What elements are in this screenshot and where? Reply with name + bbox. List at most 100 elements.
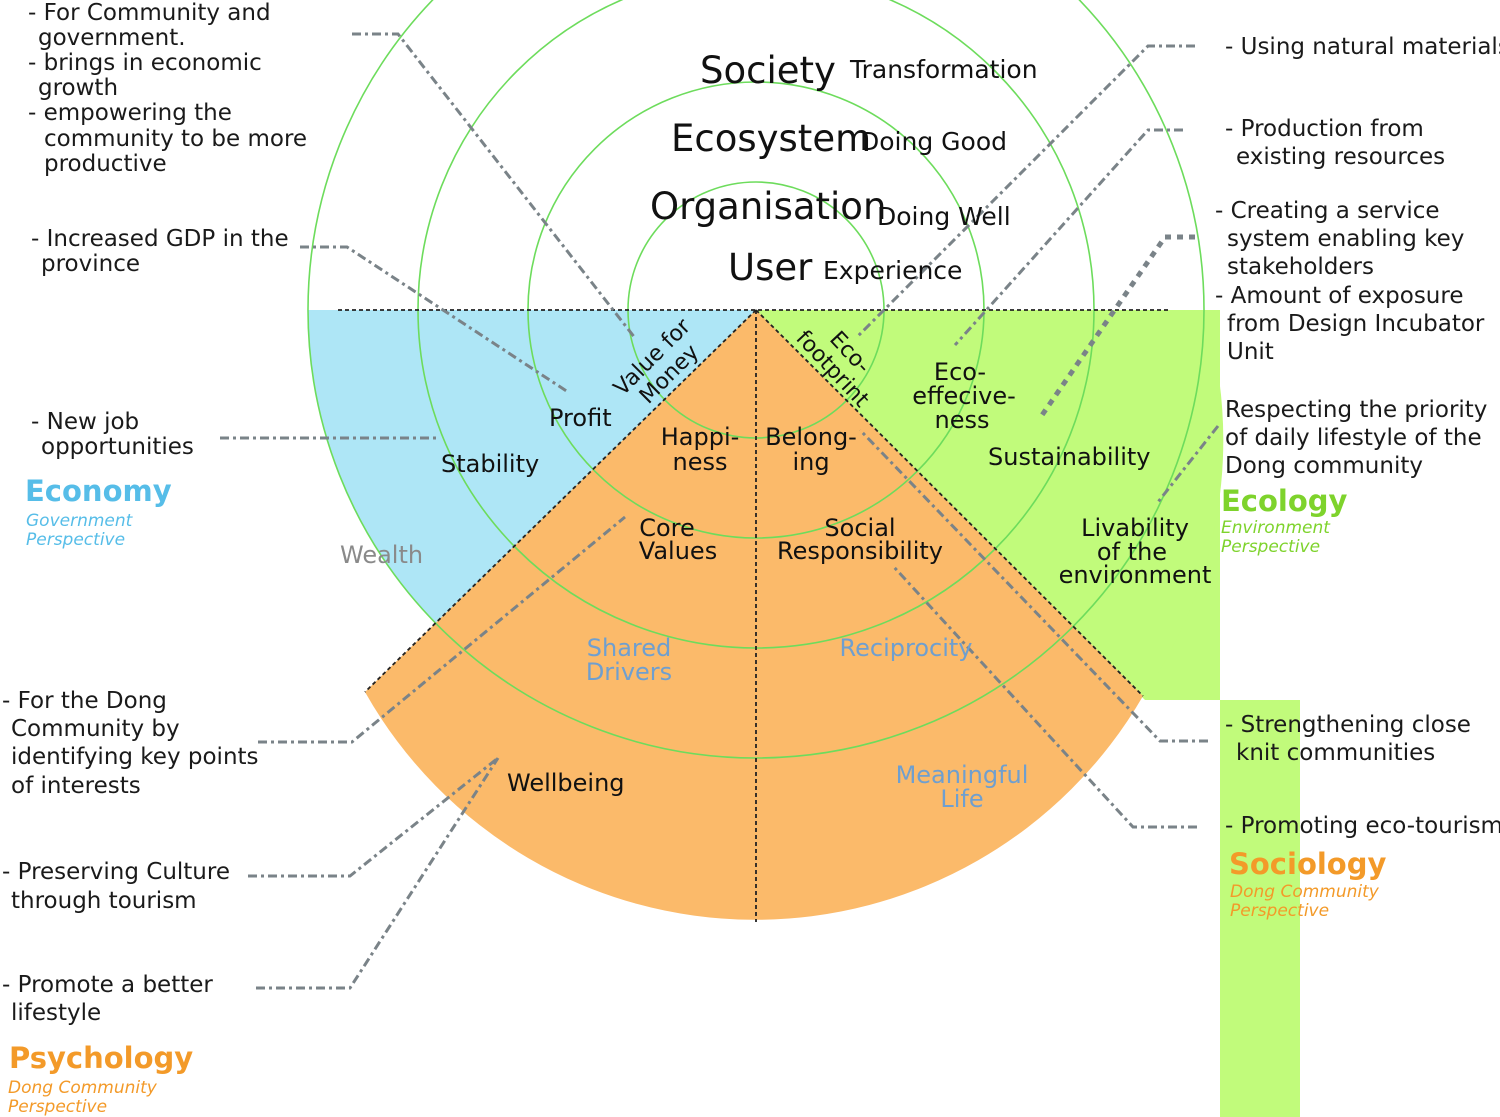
leader-lines [220, 32, 1220, 990]
svg-text:from Design Incubator: from Design Incubator [1227, 311, 1485, 337]
ring-society-sub: Transformation [849, 55, 1038, 84]
sociology-sub-1: Dong Community [1230, 882, 1380, 902]
sector-fills [365, 310, 1224, 920]
psychology-title: Psychology [9, 1041, 193, 1075]
note-close-knit: - Strengthening close knit communities [1225, 712, 1471, 766]
ecology-title: Ecology [1221, 484, 1348, 518]
perspective-labels: Economy Government Perspective Ecology E… [8, 474, 1386, 1117]
svg-text:- Strengthening close: - Strengthening close [1225, 712, 1471, 738]
leader-community-government [352, 32, 637, 339]
leader-existing-resources [953, 128, 1183, 347]
divider-lines [338, 309, 1168, 922]
livability-label: Livability [1081, 514, 1189, 542]
psychology-sub-2: Perspective [8, 1097, 107, 1117]
svg-text:Community by: Community by [11, 716, 180, 742]
shared-drivers-label-2: Drivers [586, 658, 672, 686]
svg-text:- Creating a service: - Creating a service [1215, 198, 1440, 224]
svg-text:existing resources: existing resources [1236, 144, 1445, 170]
happiness-label-2: ness [673, 448, 728, 476]
economy-sub-2: Perspective [26, 530, 125, 550]
svg-text:growth: growth [38, 75, 118, 101]
meaningful-life-label-2: Life [940, 785, 983, 813]
svg-text:identifying key points: identifying key points [11, 744, 259, 770]
svg-text:province: province [41, 251, 140, 277]
leader-eco-tourism [891, 564, 1197, 829]
note-dong-points: - For the Dong Community by identifying … [2, 688, 259, 799]
ring-society-label: Society [700, 49, 836, 92]
svg-text:opportunities: opportunities [41, 434, 194, 460]
svg-text:- For Community and: - For Community and [28, 0, 271, 26]
wellbeing-label: Wellbeing [507, 769, 625, 797]
svg-text:community to be more: community to be more [44, 126, 307, 152]
stability-label: Stability [441, 450, 539, 478]
social-responsibility-label: Social [824, 514, 895, 542]
sociology-title: Sociology [1229, 847, 1386, 881]
sociology-sub-2: Perspective [1230, 901, 1329, 921]
sustainability-label: Sustainability [988, 443, 1151, 471]
leader-gdp [300, 245, 569, 394]
svg-text:through tourism: through tourism [11, 888, 197, 914]
belonging-label: Belong- [765, 423, 857, 451]
svg-text:government.: government. [38, 25, 186, 51]
leader-preserving-culture [248, 756, 499, 878]
eco-effectiveness-label-3: ness [935, 406, 990, 434]
social-responsibility-label-2: Responsibility [777, 537, 943, 565]
social-fill [365, 310, 1143, 920]
notes-right: - Using natural materials - Production f… [1215, 34, 1500, 839]
ring-organisation-label: Organisation [650, 185, 886, 228]
svg-text:- brings in economic: - brings in economic [28, 50, 262, 76]
svg-text:stakeholders: stakeholders [1227, 254, 1374, 280]
economy-sub-1: Government [26, 511, 134, 531]
reciprocity-label: Reciprocity [840, 634, 973, 662]
svg-text:system enabling key: system enabling key [1227, 226, 1464, 252]
notes-left: - For Community and government. - brings… [2, 0, 307, 1026]
leader-service-system [1037, 234, 1195, 420]
psychology-sub-1: Dong Community [8, 1078, 158, 1098]
core-values-label-2: Values [639, 537, 717, 565]
svg-text:of interests: of interests [11, 773, 141, 799]
leader-natural-materials [856, 44, 1195, 338]
ring-labels: Society Transformation Ecosystem Doing G… [650, 49, 1038, 289]
ring-organisation-sub: Doing Well [877, 202, 1011, 231]
note-gdp: - Increased GDP in the province [31, 226, 289, 277]
right-diagonal [755, 309, 1144, 697]
svg-text:- Amount of exposure: - Amount of exposure [1215, 283, 1463, 309]
note-eco-tourism: - Promoting eco-tourism [1225, 813, 1500, 839]
note-community-government: - For Community and government. - brings… [28, 0, 307, 177]
ring-user-sub: Experience [823, 256, 962, 285]
happiness-label: Happi- [661, 423, 740, 451]
note-service-system: - Creating a service system enabling key… [1215, 198, 1485, 365]
svg-text:- For the Dong: - For the Dong [2, 688, 167, 714]
shared-drivers-label: Shared [587, 634, 672, 662]
profit-label: Profit [549, 404, 612, 432]
ring-user-label: User [728, 246, 813, 289]
leader-close-knit [858, 428, 1208, 743]
svg-text:- New job: - New job [31, 409, 139, 435]
svg-text:Respecting the priority: Respecting the priority [1225, 397, 1487, 423]
svg-text:productive: productive [44, 151, 167, 177]
eco-effectiveness-label: Eco- [934, 358, 986, 386]
ring-ecosystem-sub: Doing Good [860, 127, 1007, 156]
wealth-label: Wealth [340, 541, 423, 569]
svg-text:of daily lifestyle of the: of daily lifestyle of the [1225, 425, 1482, 451]
meaningful-life-label: Meaningful [896, 761, 1029, 789]
note-jobs: - New job opportunities [31, 409, 194, 460]
leader-dong-points [258, 515, 626, 744]
ring-ecosystem-label: Ecosystem [671, 117, 871, 160]
segment-labels: Value for Money Eco- footprint Profit St… [340, 314, 1212, 813]
ecology-fill [756, 310, 1224, 696]
ecology-sub-1: Environment [1221, 518, 1331, 538]
livability-label-2: of the [1097, 538, 1167, 566]
ecology-sub-2: Perspective [1221, 537, 1320, 557]
svg-text:lifestyle: lifestyle [11, 1000, 101, 1026]
note-existing-resources: - Production from existing resources [1225, 116, 1445, 170]
svg-text:Dong community: Dong community [1225, 453, 1423, 479]
svg-text:Unit: Unit [1227, 339, 1274, 365]
leader-better-lifestyle [256, 757, 500, 990]
svg-text:- Preserving Culture: - Preserving Culture [2, 859, 230, 885]
core-values-label: Core [639, 514, 695, 542]
livability-label-3: environment [1059, 561, 1212, 589]
belonging-label-2: ing [792, 448, 829, 476]
note-daily-lifestyle: Respecting the priority of daily lifesty… [1225, 397, 1487, 479]
